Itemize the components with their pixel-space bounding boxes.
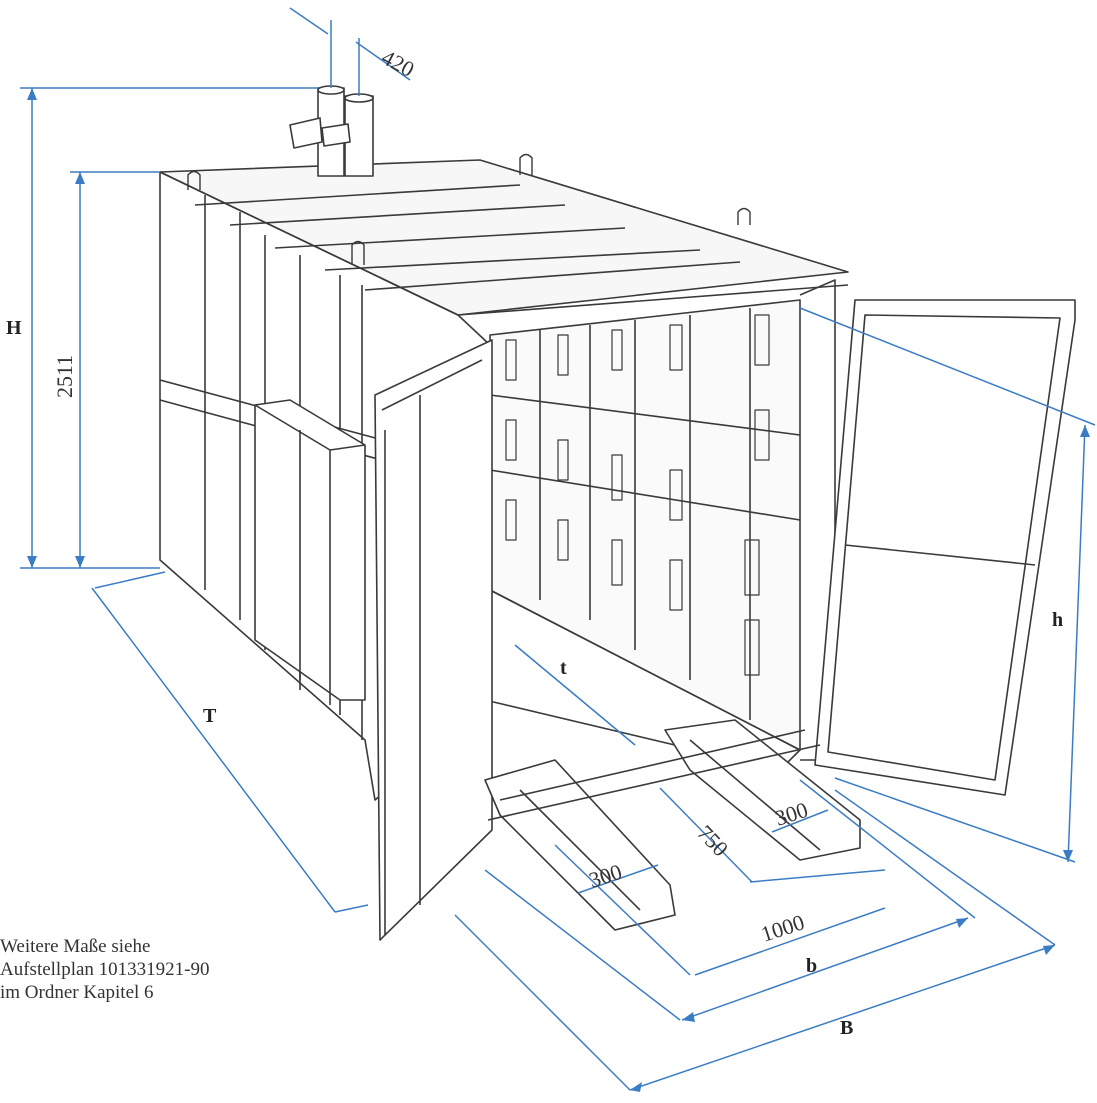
pull-out-rails xyxy=(484,719,861,931)
dim-h-label: h xyxy=(1052,609,1063,631)
dim-1000-label: 1000 xyxy=(758,909,808,946)
dim-420-line-left xyxy=(289,7,329,35)
cabinet-body xyxy=(159,85,1076,941)
dim-h-line xyxy=(1067,424,1086,863)
note-line-1: Weitere Maße siehe xyxy=(0,936,151,957)
dim-300-right-line xyxy=(771,809,829,833)
roof-panel xyxy=(159,159,849,316)
heating-elements xyxy=(505,314,770,676)
dim-300-left-line xyxy=(577,864,659,894)
interior-back-wall xyxy=(489,299,801,751)
dimension-lines xyxy=(20,7,1096,1091)
dim-B-label: B xyxy=(840,1017,853,1039)
dim-T-label: T xyxy=(203,705,217,727)
exhaust-stacks xyxy=(289,85,374,177)
dimension-arrowheads xyxy=(27,88,1090,1092)
dim-H-label: H xyxy=(6,317,22,339)
dim-750-label: 750 xyxy=(692,820,733,861)
left-door xyxy=(374,339,493,941)
reference-note: Weitere Maße siehe Aufstellplan 10133192… xyxy=(0,935,330,1004)
dim-2511-label: 2511 xyxy=(52,355,77,398)
dim-T-line xyxy=(91,587,336,913)
dim-t-line xyxy=(514,644,636,746)
dim-420-line-right xyxy=(355,41,411,81)
note-line-3: im Ordner Kapitel 6 xyxy=(0,982,154,1003)
control-cabinet xyxy=(254,399,366,701)
dim-b-line xyxy=(681,917,969,1021)
dim-750-line xyxy=(659,787,753,883)
dim-1000-line xyxy=(694,907,886,976)
dim-b-label: b xyxy=(806,955,817,977)
dim-420-label: 420 xyxy=(378,44,419,82)
dim-B-line xyxy=(629,944,1056,1091)
dim-t-label: t xyxy=(560,657,567,679)
lifting-eyes xyxy=(187,153,751,265)
note-line-2: Aufstellplan 101331921-90 xyxy=(0,959,210,980)
